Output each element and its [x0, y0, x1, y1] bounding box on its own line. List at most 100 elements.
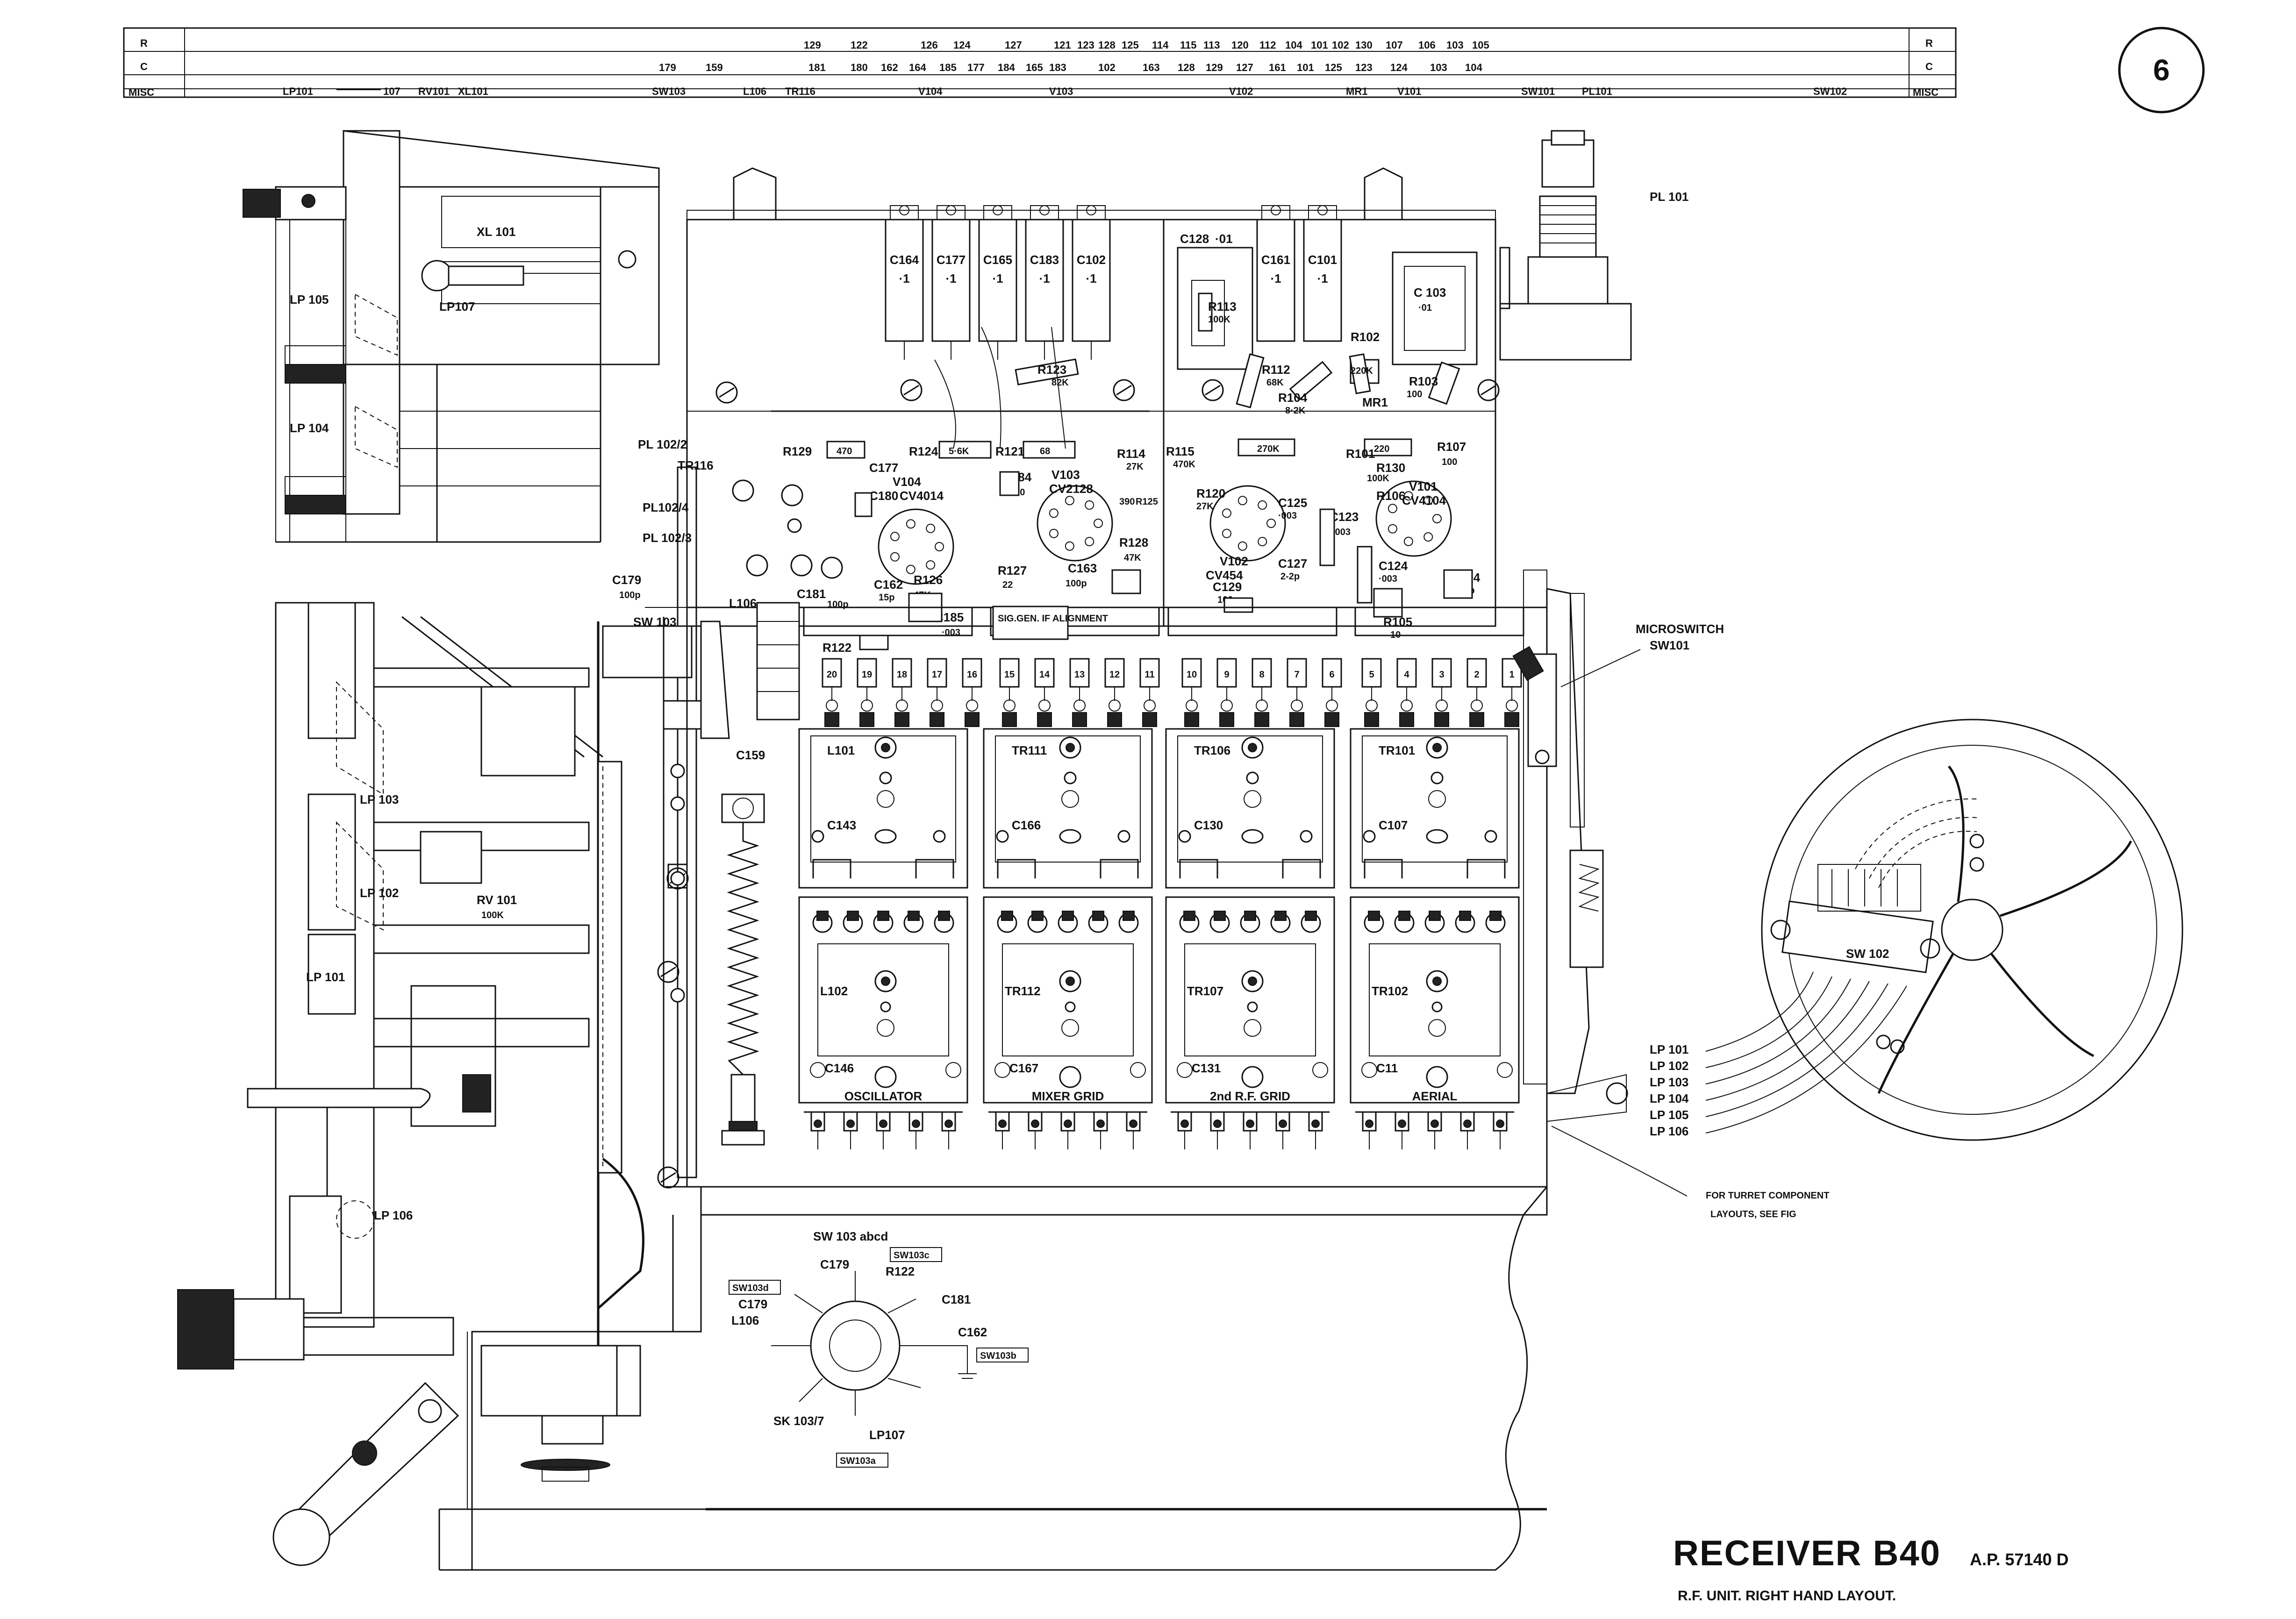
header-c-cell: 184	[998, 62, 1015, 73]
turret-note: FOR TURRET COMPONENT LAYOUTS, SEE FIG	[1551, 1126, 1829, 1220]
label-lp101: LP 101	[306, 970, 345, 984]
valve-pin	[1423, 495, 1433, 505]
component-label: R102	[1351, 330, 1380, 344]
capacitor-name: C 103	[1414, 285, 1446, 300]
component-label: C181	[797, 587, 826, 601]
coil-name: L102	[820, 984, 848, 998]
row-label-r-right: R	[1925, 37, 1933, 49]
capacitor-name: C183	[1030, 253, 1059, 267]
terminal-number: 12	[1109, 670, 1120, 680]
header-r-cell: 114	[1152, 39, 1169, 51]
capacitor-value: ·1	[945, 271, 956, 285]
header-r-cell: 126	[921, 39, 938, 51]
header-c-cell: 179	[659, 62, 676, 73]
component-label: 270K	[1257, 444, 1280, 454]
valve-pin	[926, 560, 936, 570]
component-label: R127	[998, 563, 1027, 578]
header-c-cell: 129	[1206, 62, 1223, 73]
valve-pin	[926, 523, 936, 533]
component-label: 470K	[1173, 459, 1195, 470]
component-label: 100K	[1208, 314, 1230, 325]
component-label: 2-2p	[1280, 571, 1300, 582]
switch-title: SW 103 abcd	[813, 1229, 888, 1243]
terminal-number: 7	[1294, 670, 1299, 680]
component-label: C125	[1278, 496, 1307, 510]
valve-pin	[890, 552, 900, 562]
header-c-cell: 161	[1269, 62, 1286, 73]
component-label: 8·2K	[1285, 406, 1306, 416]
capacitor-name: C128	[1180, 232, 1209, 246]
valve-pin	[906, 564, 916, 574]
header-c-cell: 102	[1098, 62, 1116, 73]
header-r-cell: 121	[1054, 39, 1071, 51]
label-c179: C179	[612, 573, 641, 587]
header-r-cell: 122	[851, 39, 868, 51]
valve-pin	[1065, 541, 1074, 551]
capacitor-value: ·1	[1317, 271, 1328, 285]
component-label: R115	[1166, 444, 1194, 458]
header-misc-cell: SW101	[1521, 86, 1555, 97]
header-c-cell: 127	[1236, 62, 1253, 73]
section-name: 2nd R.F. GRID	[1210, 1089, 1290, 1103]
valve-pin	[1049, 528, 1059, 538]
capacitor-value: ·1	[1270, 271, 1281, 285]
header-misc-cell: SW103	[652, 86, 686, 97]
header-c-cell: 124	[1390, 62, 1408, 73]
sw102-lp-label: LP 106	[1650, 1124, 1688, 1138]
header-r-cell: 101	[1311, 39, 1328, 51]
component-label: V104	[893, 475, 921, 489]
capacitor-value: ·01	[1418, 303, 1432, 313]
top-capacitor: C177·1	[931, 205, 971, 360]
terminal-number: 14	[1039, 670, 1050, 680]
section-name: MIXER GRID	[1032, 1089, 1104, 1103]
label-sw101: SW101	[1650, 638, 1689, 652]
header-r-cell: 102	[1332, 39, 1349, 51]
label-sw102: SW 102	[1846, 947, 1889, 961]
label-microswitch: MICROSWITCH	[1636, 622, 1724, 636]
sw102-lp-label: LP 103	[1650, 1075, 1688, 1089]
component-label: R129	[783, 444, 812, 458]
capacitor-name: C164	[890, 253, 919, 267]
header-misc-cell: V103	[1049, 86, 1073, 97]
component-labels: R113100KR12382KR11268KR1048·2KR103100R10…	[783, 300, 1481, 655]
terminal-number: 9	[1224, 670, 1229, 680]
label-sw103: SW 103	[633, 615, 677, 629]
header-c-cell: 165	[1026, 62, 1043, 73]
header-r-cell: 124	[953, 39, 971, 51]
switch-label-lp107: LP107	[869, 1428, 905, 1442]
capacitor-value: ·01	[1215, 232, 1233, 246]
header-c-cell: 183	[1049, 62, 1066, 73]
page-number-text: 6	[2153, 53, 2170, 87]
valve-pin	[906, 519, 916, 529]
header-r-cell: 130	[1355, 39, 1373, 51]
switch-label-c179-left: C179	[738, 1297, 767, 1311]
component-label: R126	[914, 573, 943, 587]
header-misc-cell: 107	[383, 86, 401, 97]
component-label: 470	[837, 446, 852, 456]
component-label: R101	[1346, 447, 1375, 461]
valve-pin	[1403, 536, 1413, 546]
coil-name: L101	[827, 743, 855, 757]
terminal-number: 20	[827, 670, 837, 680]
component-label: C129	[1213, 580, 1242, 594]
header-r-cell: 104	[1285, 39, 1302, 51]
component-label: 68	[1040, 446, 1050, 456]
row-label-misc-left: MISC	[129, 86, 154, 98]
component-label: R123	[1037, 363, 1066, 377]
section-name: OSCILLATOR	[844, 1089, 923, 1103]
header-r-cell: 105	[1472, 39, 1489, 51]
coil-name: TR112	[1005, 984, 1041, 998]
valve-pin	[1094, 519, 1103, 528]
small-component	[854, 492, 873, 517]
component-label: C124	[1379, 559, 1408, 573]
row-label-c-left: C	[140, 61, 148, 72]
header-r-cell: 128	[1098, 39, 1116, 51]
terminal-number: 13	[1074, 670, 1085, 680]
row-label-misc-right: MISC	[1913, 86, 1938, 98]
component-label: 390	[1119, 497, 1135, 507]
